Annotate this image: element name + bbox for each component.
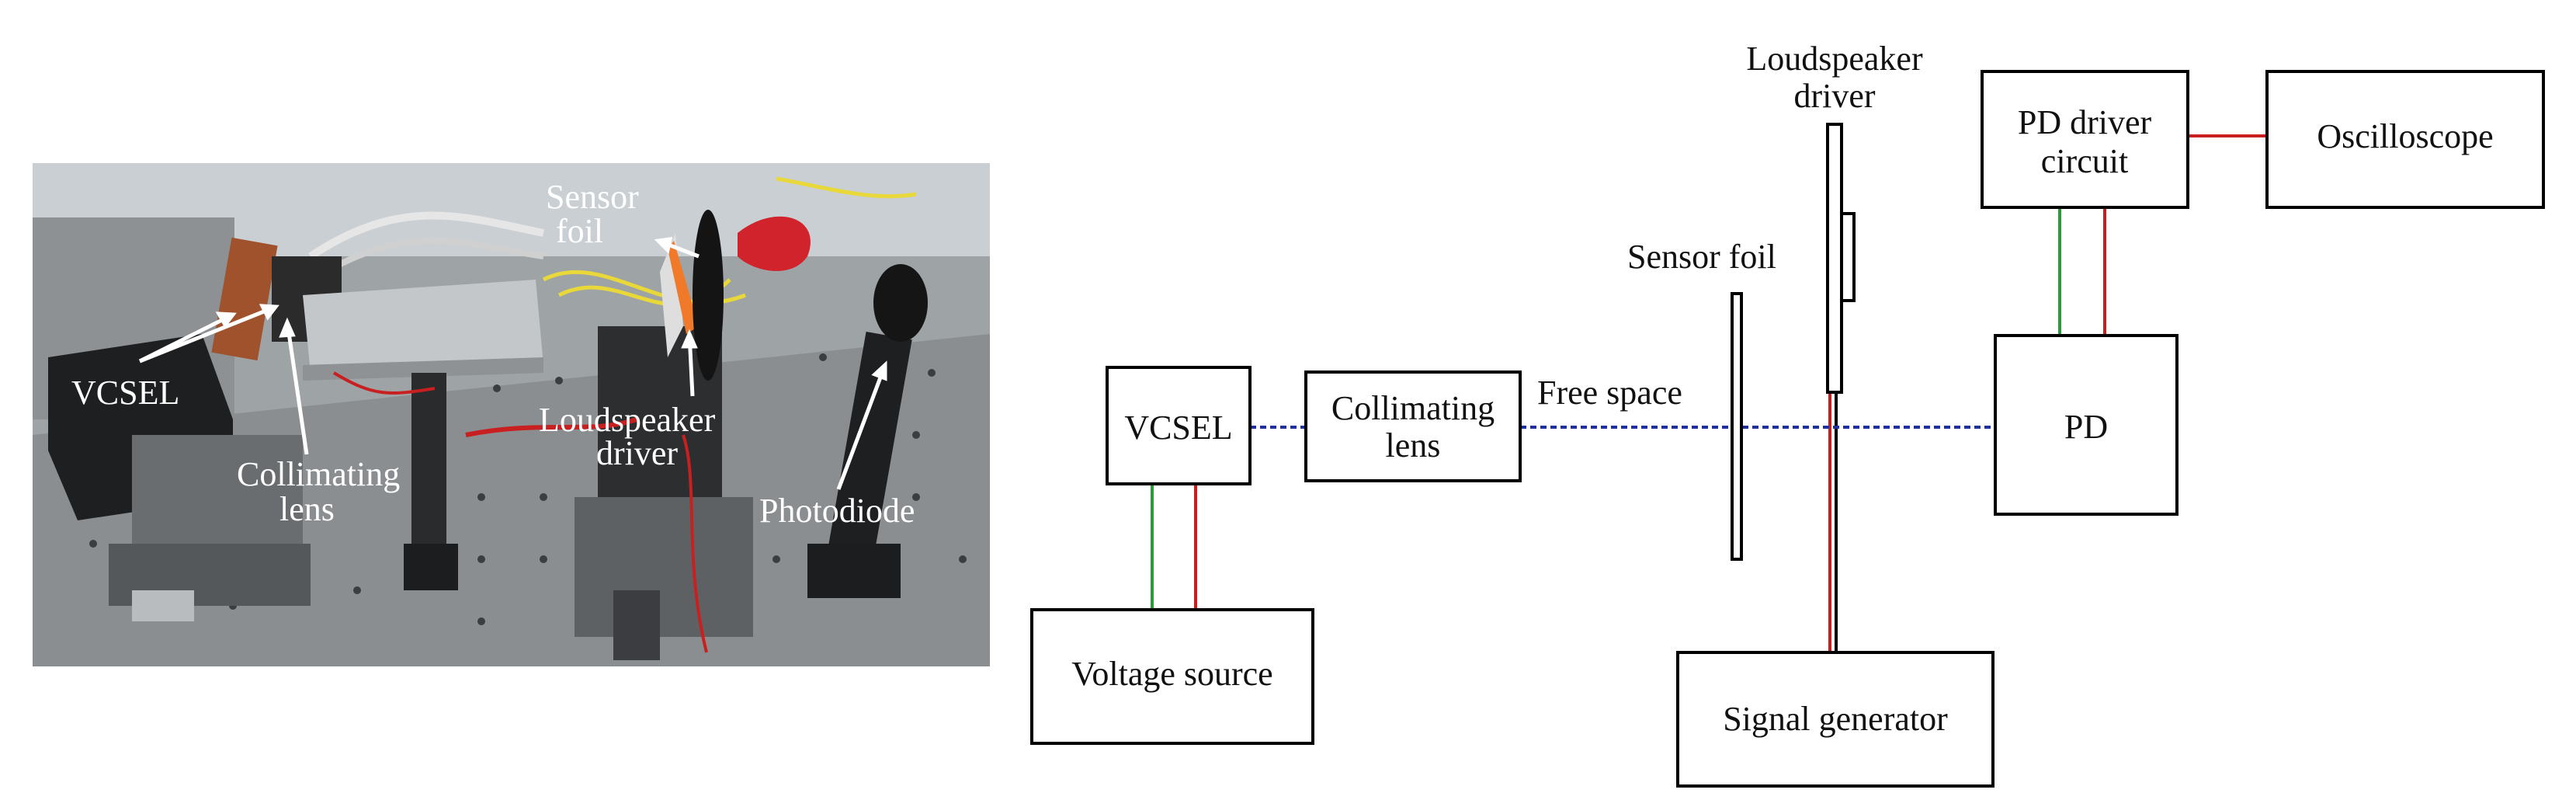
free-space-label: Free space (1537, 374, 1682, 412)
pd-driver-circuit-box (1981, 70, 2189, 209)
collimating-lens-box (1304, 370, 1522, 482)
pd-box (1994, 334, 2178, 516)
sensor-foil-label: Sensor foil (1627, 238, 1776, 276)
photo-label-vcsel: VCSEL (71, 374, 179, 412)
voltage-source-box (1030, 608, 1314, 745)
photo-label-loudspeaker-line1: Loudspeaker (539, 401, 716, 439)
loudspeaker-label-line2: driver (1793, 77, 1875, 115)
loudspeaker-label-line1: Loudspeaker (1746, 40, 1923, 78)
pd-driver-label-line2: circuit (2041, 142, 2128, 180)
photo-label-collimating-line1: Collimating (237, 455, 400, 493)
photo-label-loudspeaker-line2: driver (596, 434, 678, 472)
signal-generator-label: Signal generator (1723, 700, 1948, 738)
pd-driver-label-line1: PD driver (2018, 103, 2152, 141)
pd-label: PD (2064, 408, 2108, 446)
photo-annotation-arrows (138, 237, 887, 490)
sensor-foil-element (1731, 292, 1743, 561)
setup-photo: VCSEL Collimating lens Sensor foil Louds… (33, 163, 990, 666)
photo-label-photodiode: Photodiode (759, 492, 915, 530)
voltage-source-label: Voltage source (1071, 655, 1272, 693)
collimating-label-line1: Collimating (1331, 389, 1495, 427)
schematic-diagram: Sensor foil Loudspeaker driver Free spac… (1030, 40, 2545, 788)
loudspeaker-cone (1840, 212, 1856, 302)
loudspeaker-driver-element (1826, 123, 1843, 394)
oscilloscope-label: Oscilloscope (2317, 117, 2493, 155)
oscilloscope-box (2265, 70, 2545, 209)
vcsel-label: VCSEL (1124, 409, 1232, 447)
signal-generator-box (1676, 651, 1994, 788)
photo-label-sensor-line2: foil (556, 212, 603, 250)
collimating-label-line2: lens (1386, 426, 1441, 464)
vcsel-box (1106, 366, 1252, 485)
photo-label-collimating-line2: lens (279, 490, 335, 528)
photo-label-sensor-line1: Sensor (546, 178, 639, 216)
